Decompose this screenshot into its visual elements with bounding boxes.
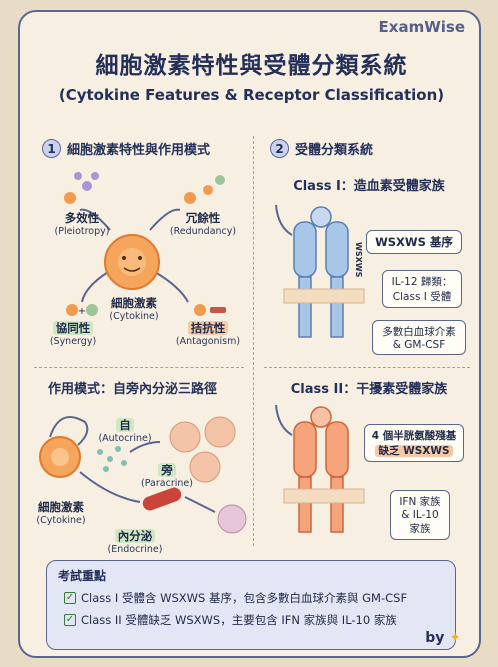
class1-chain-right xyxy=(325,221,349,278)
paracrine-arrow xyxy=(129,441,161,453)
class1-motif-label: WSXWS 基序 xyxy=(366,230,462,254)
cytokine-features-diagram: + xyxy=(64,172,226,317)
section1-heading: 1 細胞激素特性與作用模式 xyxy=(42,139,210,158)
class1-motif-vertical: WSXWS xyxy=(354,242,363,278)
section-divider-left xyxy=(34,367,244,368)
exam-title: 考試重點 xyxy=(58,569,107,583)
class2-ligand xyxy=(310,406,332,428)
section2-title: 受體分類系統 xyxy=(295,143,374,158)
exam-box xyxy=(46,560,456,650)
feature-redundancy: 冗餘性 (Redundancy) xyxy=(169,211,237,237)
class2-receptor-diagram xyxy=(275,404,365,533)
section-divider-right xyxy=(264,367,470,368)
cell-membrane xyxy=(283,288,365,304)
feature-synergy: 協同性 (Synergy) xyxy=(49,321,97,347)
class1-note-interleukins: 多數白血球介素 & GM-CSF xyxy=(372,320,466,355)
section2-heading: 2 受體分類系統 xyxy=(270,139,373,158)
mode-autocrine: 自 (Autocrine) xyxy=(98,418,152,444)
neighbor-cell xyxy=(169,421,201,453)
class2-chain-left xyxy=(293,421,317,478)
arrow-pleiotropy xyxy=(79,208,111,231)
check-icon: ✓ xyxy=(64,614,76,626)
arrow-synergy xyxy=(81,271,109,303)
brand-logo: ExamWise xyxy=(378,18,465,36)
exam-point-1: ✓ Class I 受體含 WSXWS 基序，包含多數白血球介素與 GM-CSF xyxy=(64,591,408,605)
sparkle-icon: ✦ xyxy=(449,630,461,646)
mode-paracrine: 旁 (Paracrine) xyxy=(141,463,193,489)
paracrine-dots xyxy=(97,446,127,472)
synergy-icon xyxy=(66,304,78,316)
exam-point-2: ✓ Class II 受體缺乏 WSXWS，主要包含 IFN 家族與 IL-10… xyxy=(64,613,397,627)
class1-arrow xyxy=(275,204,293,236)
distant-cell xyxy=(217,504,247,534)
svg-text:+: + xyxy=(78,306,86,317)
class1-receptor-diagram: WSXWS xyxy=(275,204,365,338)
column-divider xyxy=(253,136,254,546)
blood-vessel xyxy=(142,487,182,511)
class1-title: Class I：造血素受體家族 xyxy=(293,179,445,194)
feature-antagonism: 拮抗性 (Antagonism) xyxy=(175,321,241,347)
class1-chain-left xyxy=(293,221,317,278)
arrow-antagonism xyxy=(154,271,189,303)
modes-heading: 作用模式：自旁內分泌三路徑 xyxy=(48,382,218,397)
cytokine-center-label: 細胞激素 (Cytokine) xyxy=(109,296,159,322)
infographic-card: ExamWise 細胞激素特性與受體分類系統 (Cytokine Feature… xyxy=(18,10,481,658)
class2-title: Class II：干擾素受體家族 xyxy=(290,382,448,397)
class1-ligand xyxy=(310,206,332,228)
class1-note-il12: IL-12 歸類：Class I 受體 xyxy=(382,270,462,308)
class2-note-families: IFN 家族 & IL-10 家族 xyxy=(390,490,450,540)
secretion-modes-diagram xyxy=(39,416,247,534)
arrow-redundancy xyxy=(149,208,181,231)
autocrine-arrow xyxy=(49,416,89,446)
mode-endocrine: 內分泌 (Endocrine) xyxy=(107,529,163,555)
antagonism-icon xyxy=(194,304,206,316)
endocrine-arrow xyxy=(79,471,141,503)
section2-number: 2 xyxy=(270,139,289,158)
page-subtitle: (Cytokine Features & Receptor Classifica… xyxy=(58,86,445,104)
pleiotropy-icon xyxy=(64,192,76,204)
class2-note-cysteine: 4 個半胱氨酸殘基 缺乏 WSXWS xyxy=(364,424,464,462)
section1-number: 1 xyxy=(42,139,61,158)
feature-pleiotropy: 多效性 (Pleiotropy) xyxy=(54,211,110,237)
source-cell-label: 細胞激素 (Cytokine) xyxy=(36,500,86,526)
page-title: 細胞激素特性與受體分類系統 xyxy=(95,53,408,79)
redundancy-icon xyxy=(184,192,196,204)
byline: by ✦ xyxy=(425,630,461,646)
check-icon: ✓ xyxy=(64,592,76,604)
section1-title: 細胞激素特性與作用模式 xyxy=(67,143,211,158)
class2-chain-right xyxy=(325,421,349,478)
class2-arrow xyxy=(275,404,293,436)
